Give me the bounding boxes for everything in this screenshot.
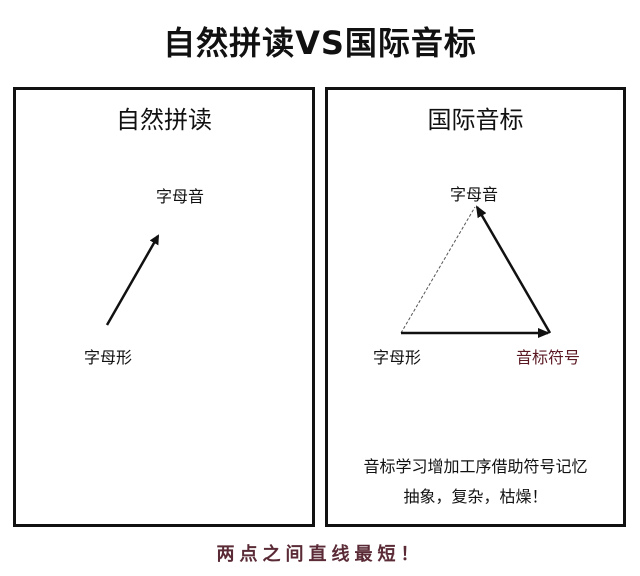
arrow-symbol-to-sound <box>475 205 552 334</box>
note-line-1: 音标学习增加工序借助符号记忆 <box>363 457 588 476</box>
direct-arrow-diagram <box>105 234 160 326</box>
dashed-line-shape-to-sound <box>400 206 476 334</box>
node-letter-sound: 字母音 <box>450 185 499 204</box>
footer-caption: 两点之间直线最短！ <box>216 544 424 565</box>
page-title: 自然拼读VS国际音标 <box>163 24 477 62</box>
triangle-diagram <box>400 205 552 338</box>
arrow-shape-to-sound <box>105 234 160 326</box>
note-line-2: 抽象，复杂，枯燥！ <box>403 487 548 506</box>
node-letter-sound: 字母音 <box>156 187 205 206</box>
panel-heading: 自然拼读 <box>116 106 212 134</box>
node-phonetic-symbol: 音标符号 <box>516 348 581 367</box>
panel-heading: 国际音标 <box>427 106 524 134</box>
panel-ipa: 国际音标 字母音 字母形 音标符号 音标学习增加工序借助符号记忆 抽象，复杂，枯… <box>325 87 626 527</box>
node-letter-shape: 字母形 <box>373 348 422 367</box>
panel-natural-phonics: 自然拼读 字母音 字母形 <box>13 87 315 527</box>
node-letter-shape: 字母形 <box>84 348 133 367</box>
